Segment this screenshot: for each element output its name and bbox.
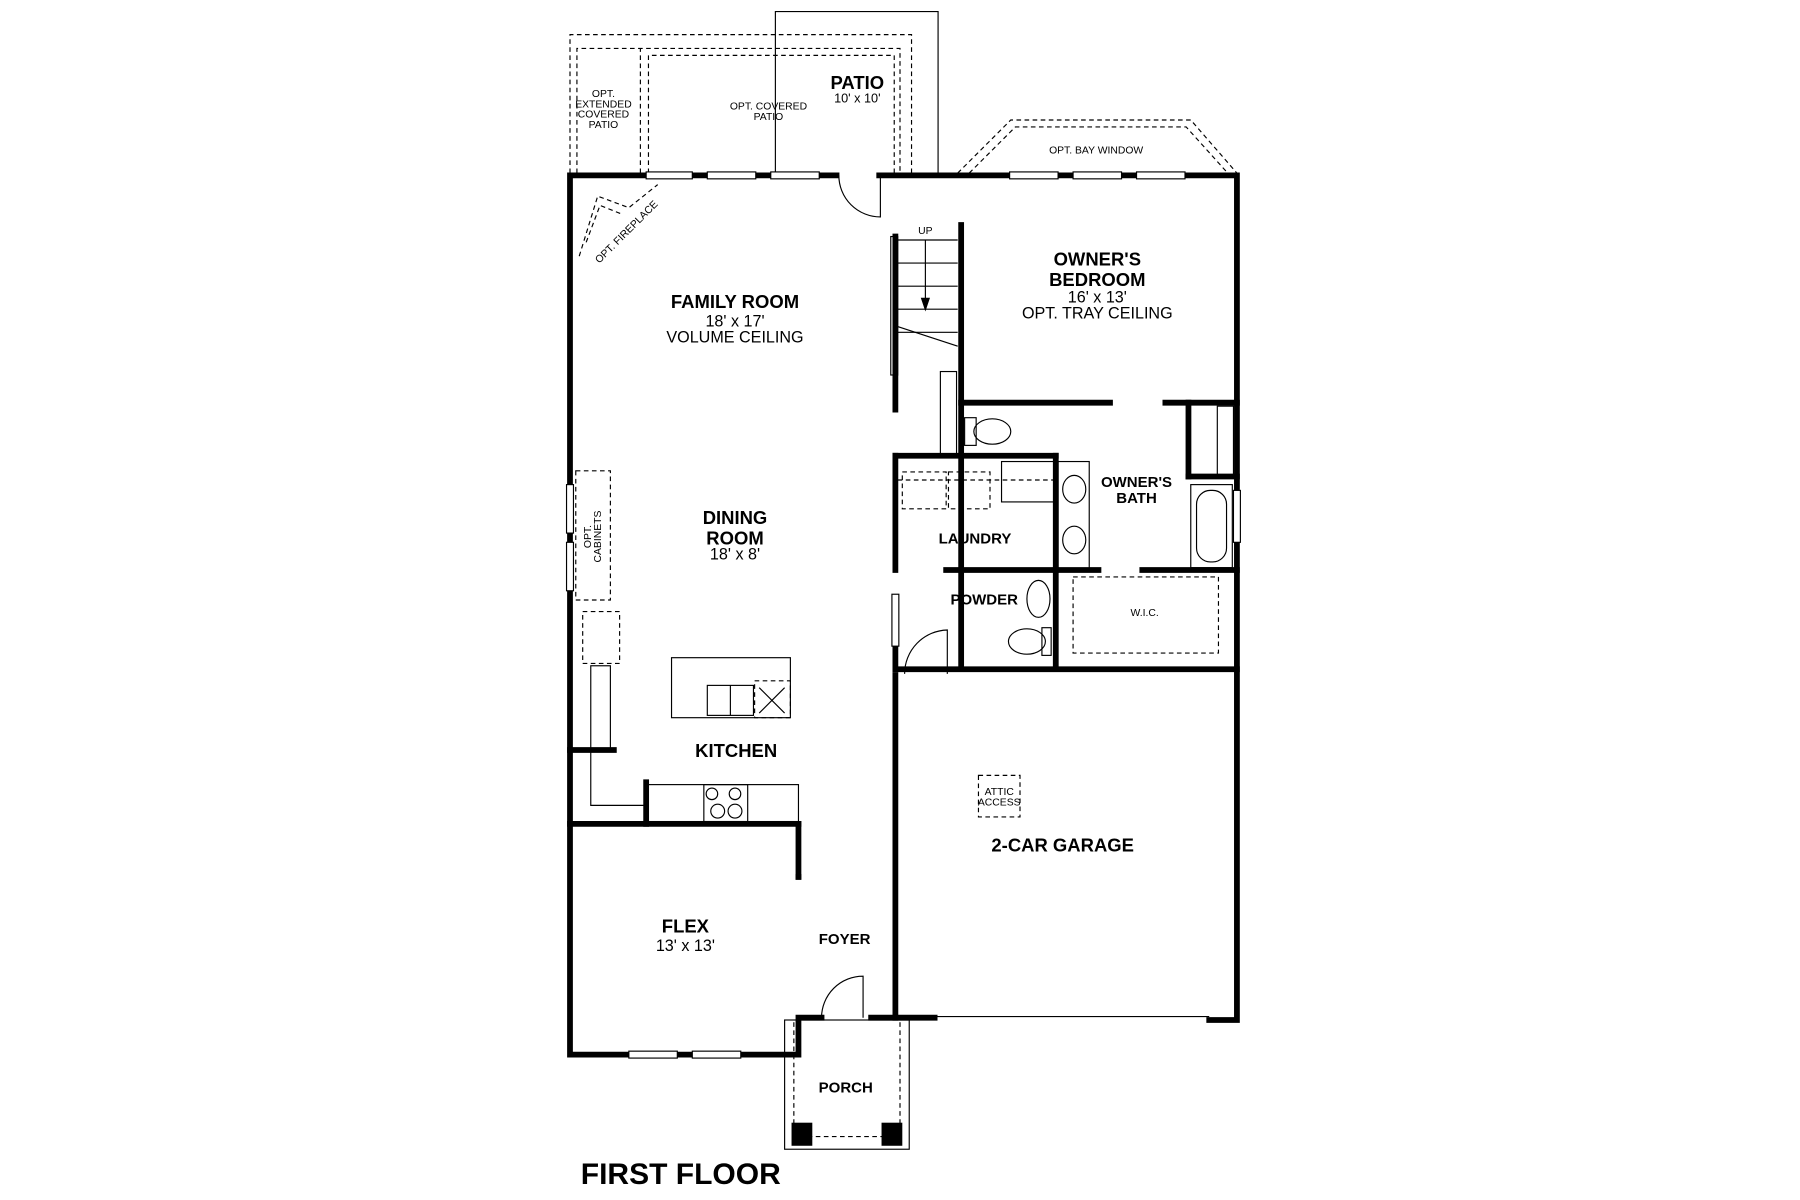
- stairs-label: UP: [918, 226, 932, 237]
- opt-extended-patio-label-4: PATIO: [589, 120, 619, 131]
- opt-covered-patio-label-2: PATIO: [754, 112, 784, 123]
- owners-bath-label: OWNER'S: [1101, 474, 1172, 491]
- powder-label: POWDER: [950, 592, 1018, 609]
- doors: [820, 175, 948, 1018]
- porch: [784, 1019, 910, 1150]
- laundry-label: LAUNDRY: [939, 530, 1012, 547]
- windows: [565, 171, 1241, 1059]
- owners-bedroom-label: OWNER'S: [1054, 248, 1141, 269]
- bay-window-option: [957, 119, 1238, 174]
- floor-title: FIRST FLOOR: [581, 1158, 781, 1191]
- patio-label: PATIO: [830, 72, 884, 93]
- attic-access-label-2: ACCESS: [978, 797, 1021, 808]
- opt-extended-patio-label-2: EXTENDED: [575, 99, 632, 110]
- patio-area: [569, 10, 939, 176]
- family-room-size: 18' x 17': [705, 313, 764, 331]
- dining-room-size: 18' x 8': [710, 546, 760, 564]
- stairs: UP: [890, 226, 958, 376]
- wic-label: W.I.C.: [1130, 608, 1158, 619]
- opt-covered-patio-label: OPT. COVERED: [730, 102, 807, 113]
- opt-extended-patio-label: OPT.: [592, 89, 615, 100]
- opt-cabinets-label-2: CABINETS: [593, 511, 604, 563]
- bay-window-label: OPT. BAY WINDOW: [1049, 145, 1143, 156]
- kitchen-label: KITCHEN: [695, 740, 777, 761]
- dining-room-label: DINING: [703, 507, 768, 528]
- opt-extended-patio-label-3: COVERED: [578, 110, 629, 121]
- fixtures: [575, 370, 1235, 823]
- owners-bedroom-note: OPT. TRAY CEILING: [1022, 304, 1173, 322]
- owners-bedroom-size: 16' x 13': [1068, 288, 1127, 306]
- opt-cabinets-label: OPT.: [583, 525, 594, 548]
- family-room-label: FAMILY ROOM: [671, 291, 799, 312]
- porch-label: PORCH: [819, 1080, 873, 1097]
- foyer-label: FOYER: [819, 931, 871, 948]
- room-labels: PATIO 10' x 10' OPT. COVERED PATIO OPT. …: [575, 72, 1172, 1097]
- owners-bedroom-label-2: BEDROOM: [1049, 269, 1145, 290]
- flex-size: 13' x 13': [656, 937, 715, 955]
- owners-bath-label-2: BATH: [1116, 490, 1157, 507]
- attic-access-label: ATTIC: [985, 787, 1015, 798]
- dining-room-label-2: ROOM: [706, 528, 763, 549]
- fireplace-option: [578, 184, 659, 257]
- fireplace-label: OPT. FIREPLACE: [594, 199, 661, 266]
- family-room-note: VOLUME CEILING: [666, 329, 803, 347]
- patio-size: 10' x 10': [834, 92, 880, 106]
- garage-label: 2-CAR GARAGE: [991, 835, 1134, 856]
- flex-label: FLEX: [662, 915, 710, 936]
